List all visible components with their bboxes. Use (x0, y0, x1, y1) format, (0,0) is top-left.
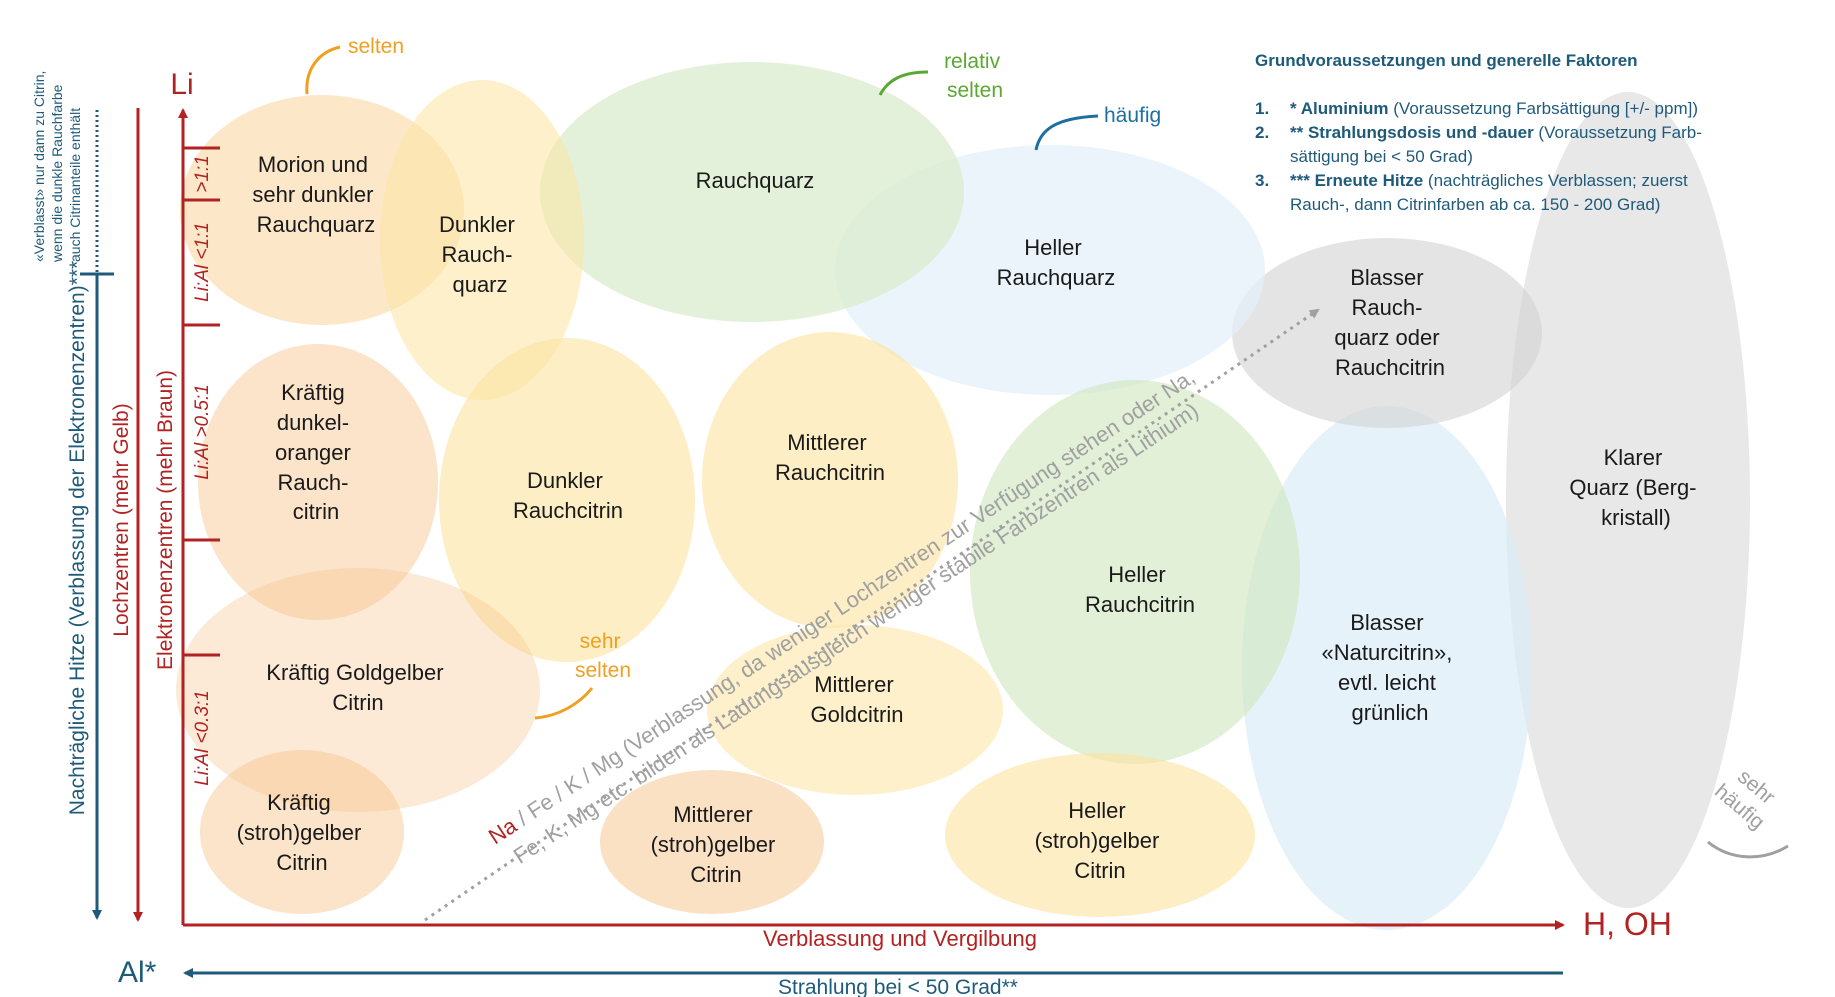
note-3-cont: Rauch-, dann Citrinfarben ab ca. 150 - 2… (1290, 195, 1660, 214)
electron-centers-label: Elektronenzentren (mehr Braun) (154, 370, 177, 670)
region-dunkler-rauchquarz (380, 80, 584, 400)
ratio-label-3: Li:Al >0.5:1 (192, 384, 213, 480)
label-blasser-rauchquarz: Blasser Rauch- quarz oder Rauchcitrin (1334, 265, 1445, 380)
region-kraeftig-dunkelorange (198, 344, 438, 620)
al-label: Al* (118, 956, 157, 989)
ratio-ticks (183, 146, 220, 657)
region-dunkler-rauchcitrin (439, 338, 695, 662)
region-blasser-rauchquarz (1232, 238, 1542, 428)
label-blasser-naturcitrin: Blasser «Naturcitrin», evtl. leicht grün… (1322, 610, 1459, 725)
label-morion: Morion und sehr dunkler Rauchquarz (252, 152, 379, 237)
note-2-cont: sättigung bei < 50 Grad) (1290, 147, 1473, 166)
region-mittlerer-rauchcitrin (702, 332, 958, 628)
selten-curve (305, 45, 341, 95)
x-axis-label: Verblassung und Vergilbung (763, 926, 1037, 951)
region-blasser-naturcitrin (1242, 406, 1532, 930)
region-rauchquarz (540, 62, 964, 322)
label-rauchquarz: Rauchquarz (696, 168, 815, 193)
haeufig-label: häufig (1104, 104, 1161, 127)
ratio-label-2: Li:Al <1:1 (192, 222, 213, 302)
relativ-selten-curve (878, 70, 929, 96)
region-mittlerer-strohgelb (600, 770, 824, 914)
label-klarer-quarz: Klarer Quarz (Berg- kristall) (1569, 445, 1702, 530)
label-mittlerer-goldcitrin: Mittlerer Goldcitrin (811, 672, 904, 727)
note-3: 3. *** Erneute Hitze (nachträgliches Ver… (1255, 171, 1688, 190)
radiation-label: Strahlung bei < 50 Grad** (778, 976, 1018, 997)
label-heller-rauchquarz: Heller Rauchquarz (997, 235, 1116, 290)
note-2: 2. ** Strahlungsdosis und -dauer (Voraus… (1255, 123, 1702, 142)
label-kraeftig-goldgelb: Kräftig Goldgelber Citrin (266, 660, 449, 715)
relativ-selten-label: relativ selten (944, 50, 1006, 102)
sehr-selten-label: sehr selten (575, 630, 631, 682)
region-heller-strohgelb (945, 753, 1255, 917)
region-heller-rauchcitrin (970, 380, 1300, 764)
hole-centers-label: Lochzentren (mehr Gelb) (110, 403, 133, 636)
variety-labels: Morion und sehr dunkler Rauchquarz Dunkl… (237, 152, 1702, 887)
note-1: 1. * Aluminium (Voraussetzung Farbsättig… (1255, 99, 1698, 118)
region-mittlerer-goldcitrin (707, 625, 1003, 795)
label-mittlerer-strohgelb: Mittlerer (stroh)gelber Citrin (651, 802, 782, 887)
heat-note-line1: «Verblasst» nur dann zu Citrin, (31, 71, 47, 262)
ratio-label-1: >1:1 (192, 155, 213, 193)
region-kraeftig-strohgelb (200, 750, 404, 914)
variety-regions (176, 62, 1750, 930)
heat-note-line3: auch Citrinanteile enthält (67, 108, 83, 262)
region-klarer-quarz (1506, 92, 1750, 908)
selten-label: selten (348, 35, 404, 58)
region-kraeftig-goldgelb (176, 568, 540, 812)
h-oh-label: H, OH (1583, 906, 1672, 942)
label-heller-rauchcitrin: Heller Rauchcitrin (1085, 562, 1195, 617)
li-axis-label: Li (170, 68, 193, 101)
label-kraeftig-strohgelb: Kräftig (stroh)gelber Citrin (237, 790, 368, 875)
heat-label: Nachträgliche Hitze (Verblassung der Ele… (66, 261, 89, 815)
label-dunkler-rauchquarz: Dunkler Rauch- quarz (439, 212, 521, 297)
ratio-label-4: Li:Al <0.3:1 (192, 690, 213, 786)
notes-box: Grundvoraussetzungen und generelle Fakto… (1255, 51, 1702, 214)
label-dunkler-rauchcitrin: Dunkler Rauchcitrin (513, 468, 623, 523)
sehr-haeufig-curve (1707, 840, 1789, 859)
label-heller-strohgelb: Heller (stroh)gelber Citrin (1035, 798, 1166, 883)
notes-title: Grundvoraussetzungen und generelle Fakto… (1255, 51, 1638, 70)
label-mittlerer-rauchcitrin: Mittlerer Rauchcitrin (775, 430, 885, 485)
haeufig-curve (1034, 114, 1099, 151)
sehr-haeufig-group: sehr häufig (1710, 765, 1779, 834)
sehr-selten-curve (534, 687, 594, 720)
heat-note-group: «Verblasst» nur dann zu Citrin, wenn die… (31, 71, 83, 263)
label-kraeftig-dunkelorange: Kräftig dunkel- oranger Rauch- citrin (275, 380, 357, 524)
heat-note-line2: wenn die dunkle Rauchfarbe (49, 84, 65, 263)
